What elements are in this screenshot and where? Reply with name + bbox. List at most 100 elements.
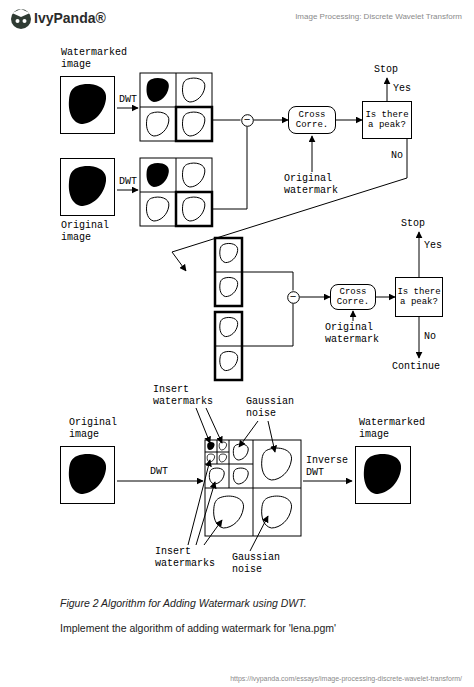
- process-box: Cross Corre.: [288, 106, 336, 134]
- dwt-arrow: [117, 481, 203, 482]
- flow-arrow: [254, 120, 289, 121]
- callout-arrow: [268, 421, 275, 452]
- subband-blob: [146, 112, 168, 136]
- subband-blob: [182, 197, 204, 221]
- logo-cap: [12, 9, 30, 17]
- subtract-node: −: [287, 291, 300, 304]
- grid-line: [205, 488, 301, 489]
- terminal-label: Stop: [374, 64, 404, 76]
- wire: [242, 304, 293, 347]
- image-heading: Watermarked image: [359, 417, 439, 441]
- image-heading: Original image: [61, 220, 121, 244]
- decision-box: Is there a peak?: [362, 101, 412, 139]
- image-box: Original image: [60, 446, 115, 504]
- subband-blob: [233, 468, 248, 484]
- input-arrow: [353, 311, 354, 321]
- subband-blob: [220, 317, 238, 336]
- subband-blob: [182, 163, 204, 187]
- input-arrow: [312, 136, 313, 172]
- subband-stack: [215, 238, 242, 306]
- image-blob: [69, 166, 106, 206]
- image-heading: Original image: [69, 417, 129, 441]
- branch-label: Yes: [424, 240, 448, 252]
- source-url: https://ivypanda.com/essays/image-proces…: [160, 674, 462, 683]
- step-label: DWT: [150, 466, 180, 478]
- subband-grid: [140, 73, 212, 141]
- callout-arrow: [188, 460, 210, 545]
- subband-blob: [219, 454, 226, 462]
- flow-arrow: [376, 297, 395, 298]
- callout-arrow: [204, 520, 222, 545]
- subband-grid: [205, 440, 301, 536]
- terminal-label: Continue: [392, 361, 452, 373]
- step-label: DWT: [119, 94, 149, 106]
- dwt-arrow: [117, 108, 138, 109]
- image-blob: [69, 84, 106, 124]
- callout-label: Insert watermarks: [153, 384, 217, 408]
- terminal-label: Stop: [401, 218, 431, 230]
- subband-stack: [215, 312, 242, 380]
- branch-label: No: [424, 331, 444, 343]
- logo-eye: [16, 19, 20, 23]
- image-box: Watermarked image: [355, 446, 411, 504]
- subband-blob: [220, 243, 238, 262]
- subband-blob: [146, 163, 168, 187]
- node-text: Is there a peak?: [363, 102, 411, 138]
- wire: [212, 127, 247, 210]
- subband-blob: [262, 496, 292, 528]
- image-box: Watermarked image: [60, 76, 115, 134]
- callout-label: Insert watermarks: [155, 546, 219, 570]
- subband-blob: [182, 112, 204, 136]
- subband-blob: [220, 351, 238, 370]
- inverse-dwt-arrow: [303, 481, 352, 482]
- step-label: DWT: [119, 176, 149, 188]
- selected-subband: [176, 107, 212, 141]
- decision-box: Is there a peak?: [395, 277, 443, 317]
- callout-arrow: [239, 421, 258, 447]
- step-label: Inverse DWT: [306, 455, 354, 479]
- grid-line: [215, 346, 242, 347]
- grid-line: [205, 464, 253, 465]
- node-text: −: [241, 114, 254, 127]
- callout-label: Gaussian noise: [246, 396, 302, 420]
- figure-caption: Figure 2 Algorithm for Adding Watermark …: [60, 597, 460, 610]
- callout-label: Gaussian noise: [232, 552, 288, 576]
- node-text: Is there a peak?: [396, 278, 442, 316]
- subband-blob: [262, 448, 292, 480]
- circle-outline: [241, 114, 253, 126]
- branch-label: Yes: [393, 83, 417, 95]
- subband-grid: [140, 158, 212, 226]
- circle-outline: [287, 291, 299, 303]
- selected-subband: [176, 192, 212, 226]
- no-path: [172, 139, 407, 271]
- subband-blob: [220, 277, 238, 296]
- node-text: Cross Corre.: [289, 107, 335, 133]
- subtract-node: −: [241, 114, 254, 127]
- image-blob: [69, 454, 106, 494]
- subband-blob: [146, 197, 168, 221]
- subband-blob: [207, 454, 214, 462]
- subband-blob: [209, 468, 224, 484]
- image-box: Original image: [60, 158, 115, 216]
- subband-blob: [207, 442, 214, 450]
- callout-arrow: [206, 408, 222, 443]
- node-text: −: [287, 291, 300, 304]
- callout-arrow: [250, 516, 268, 551]
- image-blob: [364, 454, 401, 494]
- subband-blob: [182, 78, 204, 102]
- logo-eye: [23, 19, 27, 23]
- flow-arrow: [300, 297, 331, 298]
- subband-blob: [219, 442, 226, 450]
- grid-line: [215, 272, 242, 273]
- grid-line: [205, 452, 229, 453]
- node-text: Cross Corre.: [331, 285, 375, 309]
- body-text: Implement the algorithm of adding waterm…: [60, 622, 460, 635]
- subband-blob: [233, 444, 248, 460]
- logo-badge: [11, 9, 31, 29]
- brand-logo: IvyPanda®: [34, 10, 154, 26]
- yes-arrow: [387, 78, 388, 101]
- subband-blob: [146, 78, 168, 102]
- input-label: Original watermark: [325, 322, 385, 346]
- yes-arrow: [419, 232, 420, 277]
